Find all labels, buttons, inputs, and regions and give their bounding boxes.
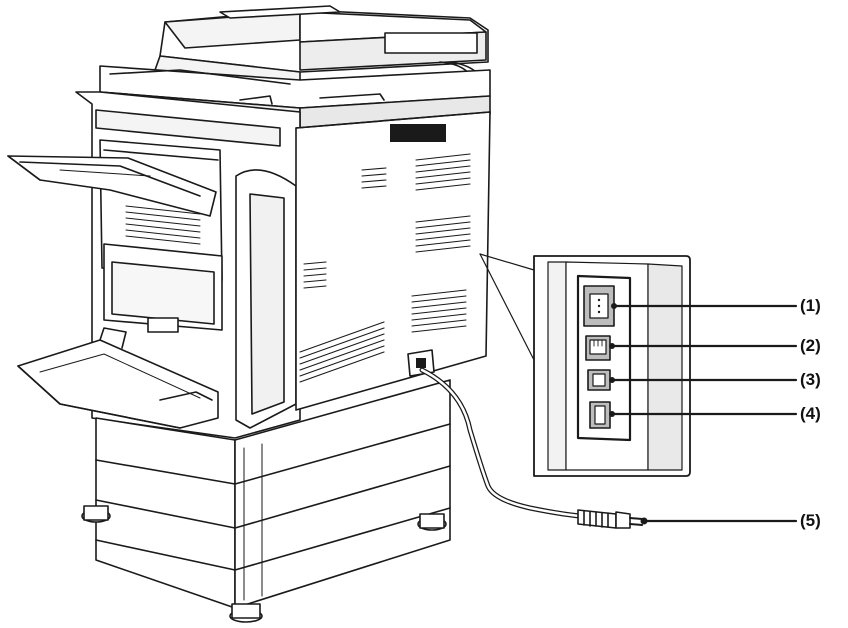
usb-type-a-port <box>589 401 611 429</box>
output-tray <box>7 155 217 217</box>
rear-vent-grilles <box>299 153 471 383</box>
leader-lines <box>609 303 798 525</box>
connector-panel-inset <box>479 253 691 477</box>
paper-drawers <box>95 379 451 609</box>
callout-label-4: (4) <box>800 404 821 423</box>
usb-type-b-port <box>587 369 611 391</box>
serial-port <box>583 285 615 327</box>
power-cord <box>419 367 583 519</box>
rear-panel <box>295 111 491 411</box>
callout-label-1: (1) <box>800 296 821 315</box>
lan-port <box>585 335 611 361</box>
rear-vent-top <box>390 124 446 142</box>
callout-label-2: (2) <box>800 336 821 355</box>
callout-label-5: (5) <box>800 511 821 530</box>
callout-label-3: (3) <box>800 370 821 389</box>
side-cover <box>235 169 297 429</box>
bypass-tray <box>17 327 219 429</box>
document-feeder <box>154 5 489 93</box>
power-plug <box>577 509 643 529</box>
casters <box>81 505 447 623</box>
left-vent <box>125 205 201 245</box>
